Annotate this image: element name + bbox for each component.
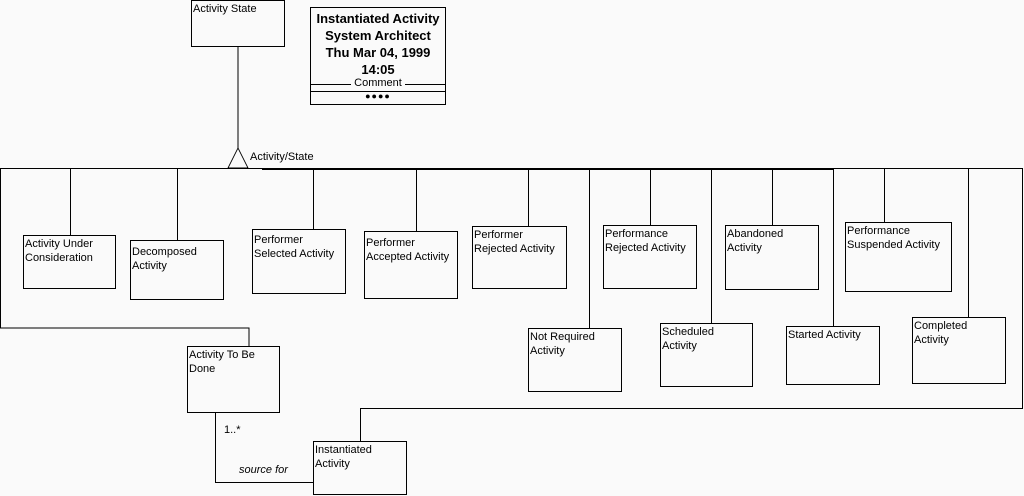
generalization-label: Activity/State [250, 151, 314, 163]
class-performance-suspended-activity[interactable]: Performance Suspended Activity [845, 222, 952, 292]
diagram-info-note[interactable]: Instantiated Activity System Architect T… [310, 7, 446, 105]
class-instantiated-activity[interactable]: Instantiated Activity [313, 441, 407, 495]
class-performer-accepted-activity[interactable]: Performer Accepted Activity [364, 231, 458, 299]
class-not-required-activity[interactable]: Not Required Activity [528, 328, 622, 392]
class-decomposed-activity[interactable]: Decomposed Activity [130, 240, 224, 300]
class-activity-to-be-done[interactable]: Activity To Be Done [187, 346, 280, 413]
note-line: 14:05 [361, 62, 395, 77]
note-line: Instantiated Activity [316, 11, 440, 26]
comment-label: Comment [351, 77, 405, 89]
class-completed-activity[interactable]: Completed Activity [912, 317, 1006, 384]
class-performer-selected-activity[interactable]: Performer Selected Activity [252, 229, 346, 294]
class-performance-rejected-activity[interactable]: Performance Rejected Activity [603, 225, 697, 289]
note-line: System Architect [325, 28, 431, 43]
note-line: Thu Mar 04, 1999 [325, 45, 431, 60]
class-scheduled-activity[interactable]: Scheduled Activity [660, 323, 753, 387]
class-abandoned-activity[interactable]: Abandoned Activity [725, 225, 819, 290]
class-activity-under-consideration[interactable]: Activity Under Consideration [23, 235, 116, 289]
role-label: source for [239, 464, 288, 476]
comment-dots-icon: ●●●● [365, 91, 391, 101]
multiplicity-label: 1..* [224, 424, 241, 436]
class-started-activity[interactable]: Started Activity [786, 326, 880, 385]
class-activity-state[interactable]: Activity State [191, 0, 285, 47]
comment-divider: Comment [311, 77, 445, 89]
note-separator [311, 91, 445, 92]
class-performer-rejected-activity[interactable]: Performer Rejected Activity [472, 226, 567, 289]
